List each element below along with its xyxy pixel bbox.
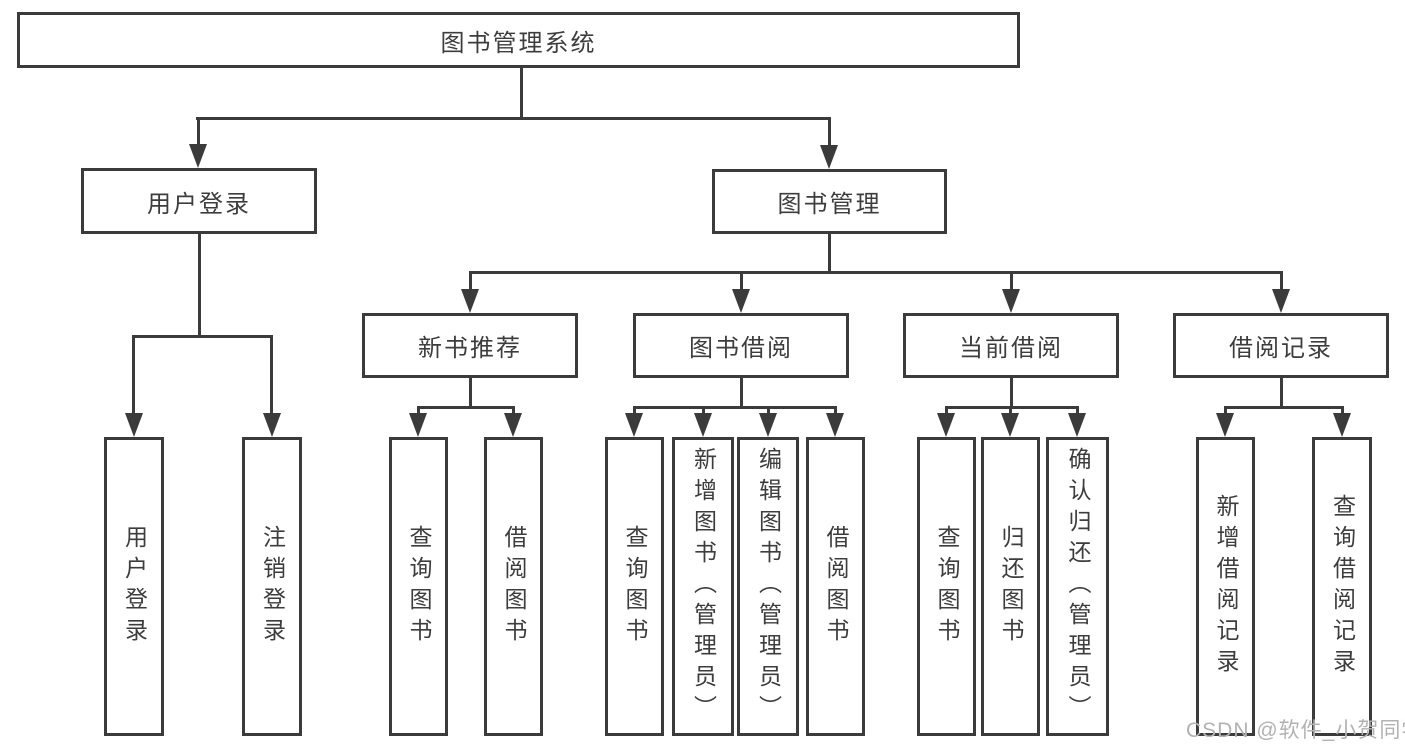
connector-line (945, 406, 948, 418)
connector-line (512, 406, 515, 418)
arrow-down-icon (826, 413, 844, 437)
arrow-down-icon (1272, 289, 1290, 313)
connector-line (828, 117, 831, 149)
connector-line (740, 378, 743, 409)
connector-line (702, 406, 705, 418)
connector-line (633, 406, 837, 409)
node-current-borrow: 当前借阅 (903, 313, 1119, 378)
node-book-borrow: 图书借阅 (633, 313, 849, 378)
connector-line (1076, 406, 1079, 418)
arrow-down-icon (409, 413, 427, 437)
connector-line (828, 234, 831, 274)
node-new-book-recommend: 新书推荐 (362, 313, 578, 378)
connector-line (198, 234, 201, 338)
connector-line (469, 378, 472, 409)
connector-line (417, 406, 420, 418)
connector-line (945, 406, 1079, 409)
leaf-query-books-recommend: 查询图书 (389, 437, 448, 736)
leaf-logout: 注销登录 (242, 437, 302, 736)
leaf-query-books-borrow: 查询图书 (605, 437, 664, 736)
arrow-down-icon (1001, 413, 1019, 437)
connector-line (1010, 271, 1013, 291)
arrow-down-icon (1216, 413, 1234, 437)
connector-line (197, 117, 200, 149)
arrow-down-icon (1002, 289, 1020, 313)
arrow-down-icon (1333, 413, 1351, 437)
leaf-edit-books-admin: 编辑图书（管理员） (737, 437, 799, 736)
connector-line (1224, 406, 1344, 409)
connector-line (520, 66, 523, 119)
connector-line (469, 271, 472, 291)
leaf-borrow-books-recommend: 借阅图书 (484, 437, 543, 736)
node-book-management: 图书管理 (712, 169, 947, 234)
arrow-down-icon (1068, 413, 1086, 437)
leaf-query-borrow-record: 查询借阅记录 (1312, 437, 1372, 736)
connector-line (767, 406, 770, 418)
connector-line (1224, 406, 1227, 418)
connector-line (132, 335, 135, 417)
connector-line (834, 406, 837, 418)
connector-line (417, 406, 515, 409)
connector-line (469, 271, 1282, 274)
connector-line (132, 335, 273, 338)
leaf-user-login: 用户登录 (104, 437, 164, 736)
leaf-add-borrow-record: 新增借阅记录 (1196, 437, 1255, 736)
arrow-down-icon (759, 413, 777, 437)
arrow-down-icon (263, 413, 281, 437)
connector-line (633, 406, 636, 418)
connector-line (1009, 406, 1012, 418)
connector-line (1280, 378, 1283, 409)
leaf-return-books: 归还图书 (981, 437, 1040, 736)
leaf-add-books-admin: 新增图书（管理员） (672, 437, 734, 736)
arrow-down-icon (937, 413, 955, 437)
leaf-confirm-return-admin: 确认归还（管理员） (1046, 437, 1109, 736)
arrow-down-icon (820, 145, 838, 169)
arrow-down-icon (189, 144, 207, 168)
watermark-text: CSDN @软件_小贺同学 (1186, 719, 1405, 742)
node-user-login: 用户登录 (81, 168, 317, 234)
node-borrow-records: 借阅记录 (1173, 313, 1389, 378)
arrow-down-icon (125, 413, 143, 437)
arrow-down-icon (694, 413, 712, 437)
connector-line (1010, 378, 1013, 409)
arrow-down-icon (732, 289, 750, 313)
arrow-down-icon (504, 413, 522, 437)
connector-line (740, 271, 743, 291)
connector-line (1280, 271, 1283, 291)
leaf-query-books-current: 查询图书 (917, 437, 976, 736)
connector-line (270, 335, 273, 417)
connector-line (196, 117, 831, 120)
node-root: 图书管理系统 (17, 12, 1020, 68)
leaf-borrow-books: 借阅图书 (806, 437, 865, 736)
arrow-down-icon (461, 289, 479, 313)
connector-line (1341, 406, 1344, 418)
arrow-down-icon (625, 413, 643, 437)
